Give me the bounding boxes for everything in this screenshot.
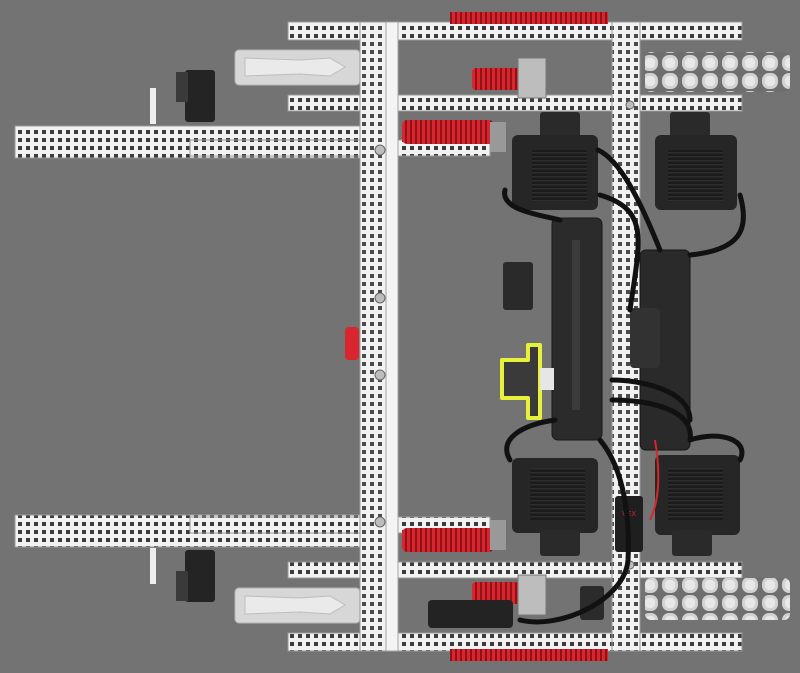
gear-bottom-small — [472, 574, 547, 616]
motor-front-left — [512, 112, 598, 210]
battery-pack — [551, 217, 603, 441]
bumper-pad — [345, 327, 359, 360]
motor-rear-left — [512, 458, 598, 556]
motor-front-right — [655, 112, 737, 210]
controller-box — [428, 600, 513, 628]
motor-rear-right — [655, 455, 740, 556]
omni-wheel-bottom — [645, 578, 790, 620]
sensor-bracket-highlighted[interactable] — [500, 343, 554, 420]
gear-top-large — [402, 120, 506, 152]
gear-top-small — [472, 57, 547, 99]
gear-top-edge — [450, 12, 608, 24]
gear-bottom-edge — [450, 649, 608, 661]
gear-bottom-large — [402, 520, 506, 552]
wire-accent — [649, 439, 660, 521]
wiring-harness — [502, 147, 746, 625]
omni-wheel-top — [645, 52, 790, 92]
radio-module — [503, 262, 533, 310]
